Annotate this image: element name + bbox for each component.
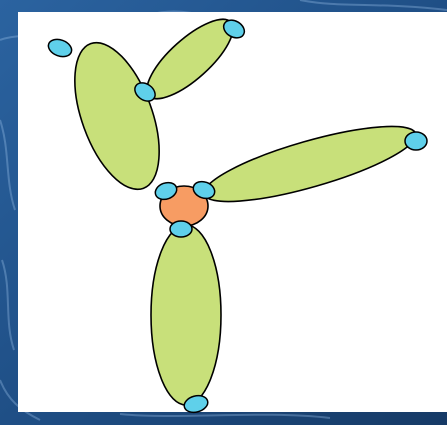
joint-outer-right: [405, 132, 427, 150]
joint-hub-bottom: [170, 221, 192, 237]
petals: [58, 7, 422, 405]
petal-upper-left: [58, 32, 176, 201]
joint-outer-upper-left: [46, 36, 74, 59]
petal-bottom: [151, 225, 221, 405]
petal-right: [198, 112, 422, 217]
